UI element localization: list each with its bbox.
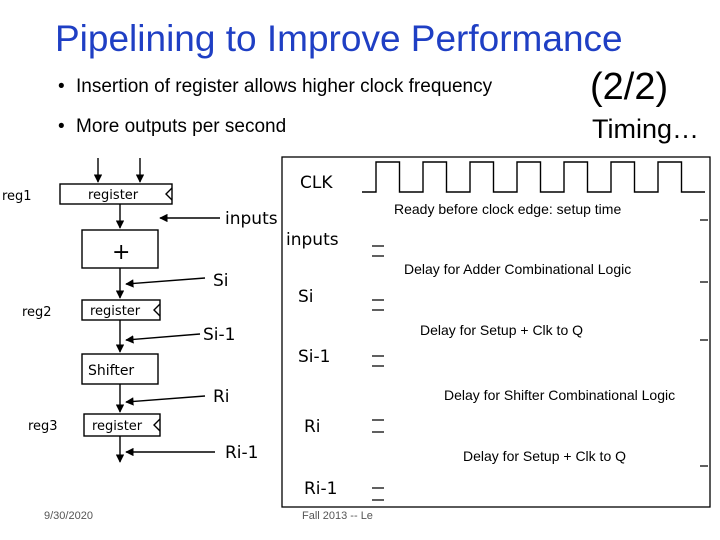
ri-1-label: Ri-1 (225, 443, 259, 463)
bullet-dot-icon: • (58, 116, 65, 137)
inputs-waveform (372, 245, 384, 257)
arrow-si (125, 277, 206, 288)
annotation-setup-clk-q-1: Delay for Setup + Clk to Q (418, 322, 586, 338)
reg2-box (81, 299, 161, 321)
arrow-ri (125, 395, 206, 406)
ri-label: Ri (213, 387, 230, 407)
footer-course: Fall 2013 -- Le (302, 510, 373, 522)
reg1-label: reg1 (2, 189, 32, 204)
reg1-box (59, 183, 173, 205)
reg1-clock-mark (165, 187, 173, 201)
bullet-2: • More outputs per second (58, 116, 286, 138)
reg2-clock-mark (153, 303, 161, 317)
ri-waveform (372, 419, 384, 433)
reg2-text: register (90, 304, 141, 319)
inputs-label: inputs (225, 209, 278, 229)
reg1-text: register (88, 188, 139, 203)
reg2-label: reg2 (22, 305, 52, 320)
clock-waveform (362, 161, 705, 193)
timing-inputs-label: inputs (286, 230, 339, 250)
reg3-box (83, 413, 161, 437)
reg3-text: register (92, 419, 143, 434)
shifter-text: Shifter (88, 363, 134, 379)
bullet-dot-icon: • (58, 76, 65, 97)
reg3-clock-mark (153, 418, 161, 432)
ri-1-waveform (372, 487, 384, 501)
si-1-label: Si-1 (203, 325, 235, 345)
annotation-setup-clk-q-2: Delay for Setup + Clk to Q (461, 448, 629, 464)
bullet-1-text: Insertion of register allows higher cloc… (76, 76, 493, 97)
waveform-ends (700, 219, 708, 467)
slide-subnumber: (2/2) (590, 66, 669, 108)
arrow-si-1 (125, 333, 201, 344)
timing-si-label: Si (298, 287, 314, 307)
footer-date: 9/30/2020 (44, 510, 93, 522)
si-1-waveform (372, 355, 384, 367)
reg3-label: reg3 (28, 419, 58, 434)
si-waveform (372, 299, 384, 311)
timing-clk-label: CLK (300, 173, 333, 193)
timing-si-1-label: Si-1 (298, 347, 330, 367)
adder-symbol: + (112, 240, 130, 265)
bullet-2-text: More outputs per second (76, 116, 287, 137)
timing-heading: Timing… (592, 114, 700, 144)
timing-frame (281, 156, 711, 508)
slide-title: Pipelining to Improve Performance (55, 18, 623, 59)
si-label: Si (213, 271, 229, 291)
annotation-setup-time: Ready before clock edge: setup time (392, 201, 624, 217)
bullet-1: • Insertion of register allows higher clo… (58, 76, 492, 98)
annotation-shifter-delay: Delay for Shifter Combinational Logic (442, 387, 678, 403)
timing-ri-1-label: Ri-1 (304, 479, 338, 499)
annotation-adder-delay: Delay for Adder Combinational Logic (402, 261, 634, 277)
timing-ri-label: Ri (304, 417, 321, 437)
